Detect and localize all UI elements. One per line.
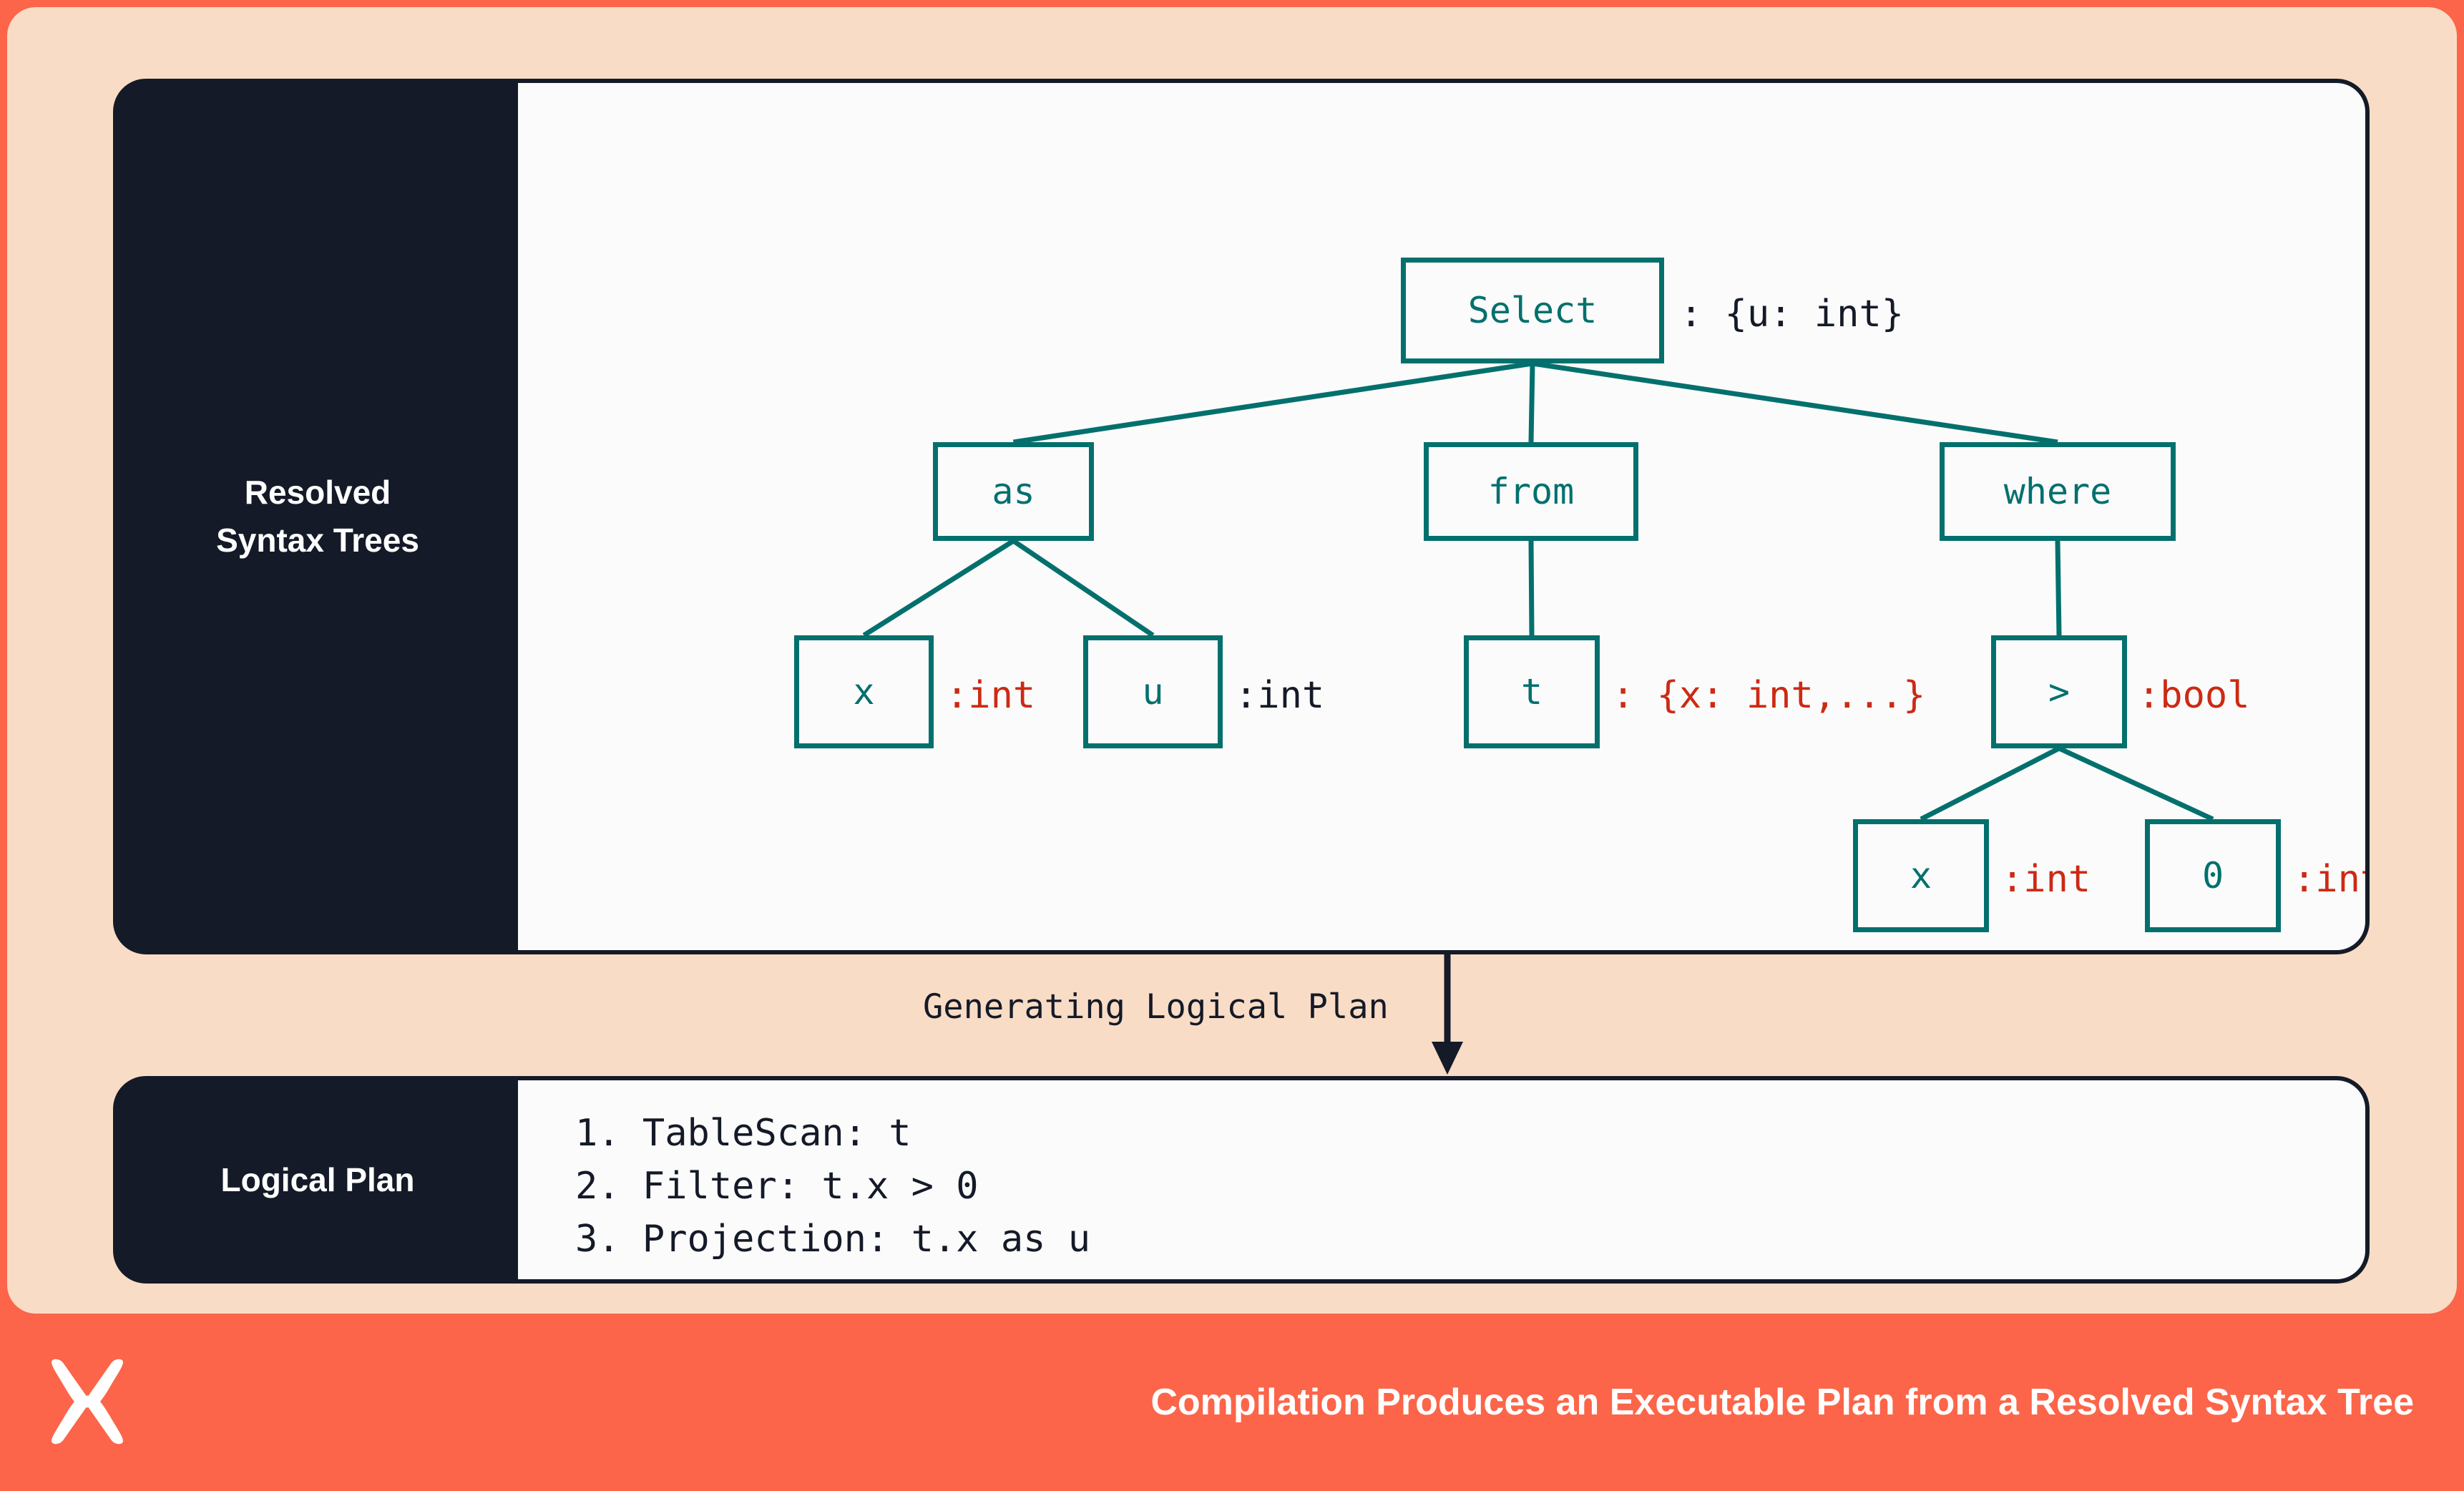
tree-edge-as-to-as-u (1012, 539, 1155, 637)
tree-node-as-x[interactable]: x (794, 635, 934, 748)
type-annotation-as-u: :int (1235, 674, 1325, 717)
footer-bar: Compilation Produces an Executable Plan … (0, 1314, 2464, 1491)
type-annotation-gt-x: :int (2001, 858, 2091, 901)
panel-logical-plan: Logical Plan 1. TableScan: t 2. Filter: t… (113, 1076, 2370, 1284)
plan-step: 1. TableScan: t (575, 1112, 911, 1155)
tree-edge-select-to-as (1012, 361, 1533, 445)
tree-edge-layer (862, 361, 2214, 822)
tree-edge-as-to-as-x (862, 539, 1015, 637)
type-annotation-as-x: :int (946, 674, 1036, 717)
tree-node-from[interactable]: from (1424, 442, 1638, 541)
logical-plan-steps: 1. TableScan: t 2. Filter: t.x > 0 3. Proj… (518, 1080, 2365, 1266)
tree-node-from-t[interactable]: t (1464, 635, 1600, 748)
syntax-tree-diagram: Select : {u: int} as from where x :int u :int t : … (518, 83, 2365, 950)
tree-edge-from-to-from-t (1528, 540, 1535, 636)
tree-node-gt-x[interactable]: x (1853, 819, 1989, 932)
type-annotation-gt-zero: :int (2293, 858, 2365, 901)
panel-plan-body: 1. TableScan: t 2. Filter: t.x > 0 3. Proj… (518, 1080, 2365, 1279)
connector-label: Generating Logical Plan (923, 987, 1389, 1027)
tree-edge-gt-to-gt-x (1920, 746, 2060, 822)
panel-tree-label-line1: Resolved (244, 474, 391, 512)
type-annotation-from-t: : {x: int,...} (1612, 674, 1926, 717)
tree-node-gt[interactable]: > (1991, 635, 2127, 748)
tree-node-as[interactable]: as (933, 442, 1094, 541)
tree-node-as-u[interactable]: u (1083, 635, 1223, 748)
tree-edge-gt-to-gt-zero (2058, 746, 2214, 822)
panel-resolved-syntax-trees: Resolved Syntax Trees Select : {u: int} as… (113, 79, 2370, 954)
tree-node-select[interactable]: Select (1401, 258, 1664, 363)
tree-edge-select-to-where (1532, 361, 2058, 445)
tree-node-gt-zero[interactable]: 0 (2145, 819, 2281, 932)
down-arrow-icon (1432, 954, 1463, 1075)
tree-edge-where-to-gt (2055, 540, 2062, 636)
plan-step: 2. Filter: t.x > 0 (575, 1164, 979, 1208)
poster-canvas: Resolved Syntax Trees Select : {u: int} as… (7, 7, 2457, 1314)
type-annotation-gt: :bool (2138, 674, 2250, 717)
panel-plan-label: Logical Plan (117, 1080, 518, 1279)
tree-edge-select-to-from (1528, 363, 1535, 443)
plan-step: 3. Projection: t.x as u (575, 1217, 1091, 1261)
pipeline-connector: Generating Logical Plan (113, 954, 2370, 1076)
footer-caption: Compilation Produces an Executable Plan … (1150, 1382, 2414, 1423)
panel-tree-label-line2: Syntax Trees (216, 522, 419, 559)
x-butterfly-logo-icon (52, 1359, 123, 1444)
panel-tree-body: Select : {u: int} as from where x :int u :int t : … (518, 83, 2365, 950)
panel-tree-label: Resolved Syntax Trees (117, 83, 518, 950)
type-annotation-select: : {u: int} (1680, 293, 1905, 336)
tree-node-where[interactable]: where (1940, 442, 2176, 541)
